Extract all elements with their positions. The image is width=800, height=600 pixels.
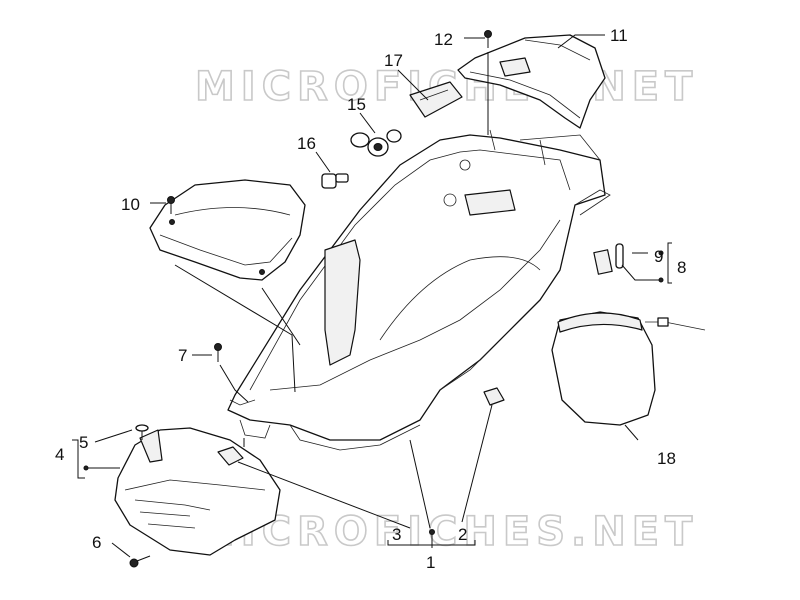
leader-dots — [83, 250, 664, 535]
key-cylinder-part — [593, 243, 624, 275]
callout-11: 11 — [610, 26, 628, 45]
callout-12: 12 — [434, 30, 453, 49]
screw-10-part — [167, 196, 175, 214]
callout-4: 4 — [55, 445, 64, 464]
callout-18: 18 — [657, 449, 676, 468]
screw-6-part — [129, 555, 151, 568]
callout-15: 15 — [347, 95, 366, 114]
callout-8: 8 — [677, 258, 686, 277]
storage-bag-part — [551, 311, 706, 426]
watermark-bottom: MICROFICHES.NET — [195, 509, 698, 555]
callout-6: 6 — [92, 533, 101, 552]
seat-tray-part — [149, 179, 306, 281]
callout-16: 16 — [297, 134, 316, 153]
clip-part-2 — [483, 387, 505, 406]
callout-1: 1 — [426, 553, 435, 572]
screw-12-part — [484, 30, 492, 48]
underseat-compartment-part — [227, 129, 611, 451]
leader-lines — [72, 34, 672, 558]
small-lid-part — [409, 81, 463, 118]
cap-part — [321, 173, 349, 189]
callout-3: 3 — [392, 525, 401, 544]
callout-10: 10 — [121, 195, 140, 214]
callout-5: 5 — [79, 433, 88, 452]
callout-2: 2 — [458, 525, 467, 544]
callout-labels: 1 2 3 4 5 6 7 8 9 10 11 12 15 16 17 18 — [55, 26, 686, 572]
callout-9: 9 — [654, 247, 663, 266]
power-socket-part — [350, 129, 402, 157]
rear-cover-part — [457, 34, 606, 129]
screw-5-part — [135, 424, 149, 440]
screw-7-part — [214, 343, 222, 362]
callout-7: 7 — [178, 346, 187, 365]
clip-part-3 — [217, 446, 244, 466]
callout-17: 17 — [384, 51, 403, 70]
